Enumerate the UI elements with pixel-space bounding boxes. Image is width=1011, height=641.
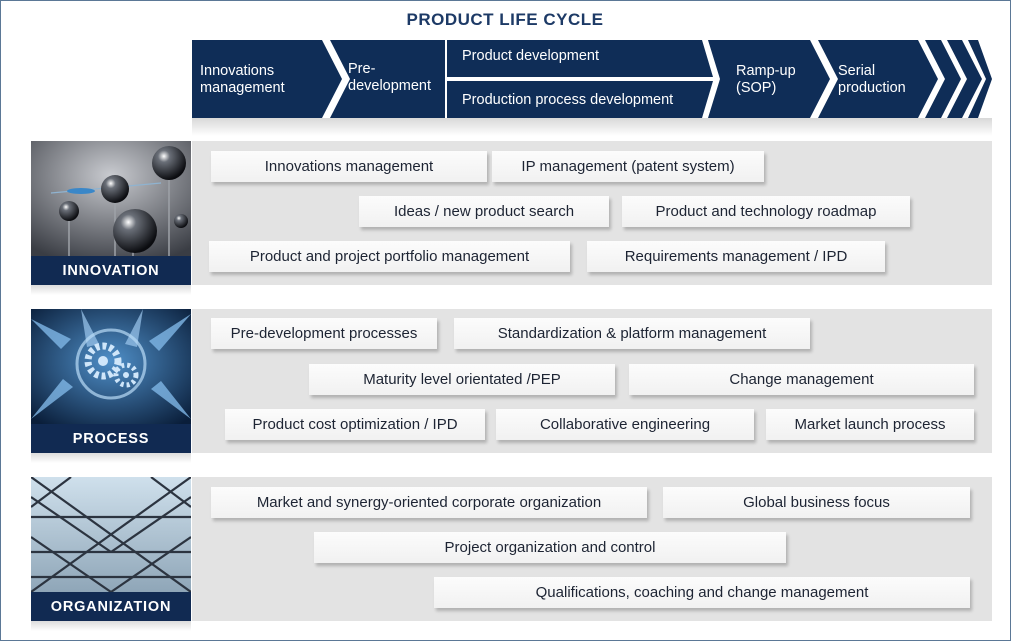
arrow-shadow: [192, 118, 992, 136]
spheres-image: [31, 141, 191, 256]
section-label-innovation: INNOVATION: [31, 256, 191, 285]
phase-continuation-arrow-1: [925, 40, 961, 118]
item-roadmap: Product and technology roadmap: [622, 196, 910, 227]
phase-predevelopment-arrow: [330, 40, 445, 118]
item-product-cost-optimization: Product cost optimization / IPD: [225, 409, 485, 440]
item-standardization: Standardization & platform management: [454, 318, 810, 349]
item-requirements-management: Requirements management / IPD: [587, 241, 885, 272]
phase-product-development-arrow: [447, 40, 713, 77]
label-shadow: [31, 621, 191, 631]
item-maturity-level: Maturity level orientated /PEP: [309, 364, 615, 395]
item-market-launch-process: Market launch process: [766, 409, 974, 440]
item-innovations-management: Innovations management: [211, 151, 487, 182]
phase-continuation-arrow-2: [947, 40, 982, 118]
process-image: [31, 309, 191, 424]
phase-rampup-text: Ramp-up(SOP): [736, 63, 796, 96]
phase-product-development-text: Product development: [462, 48, 600, 64]
phase-arrows: [192, 40, 992, 136]
innovation-image: [31, 141, 191, 256]
section-label-process: PROCESS: [31, 424, 191, 453]
phase-innovations-arrow: [192, 40, 342, 118]
organization-image: [31, 477, 191, 592]
phase-production-process-arrow: [447, 81, 713, 118]
phase-serial-production-arrow: [818, 40, 938, 118]
item-change-management: Change management: [629, 364, 974, 395]
gears-image: [31, 309, 191, 424]
phase-continuation-arrow-3: [968, 40, 992, 118]
phase-rampup-arrow: [708, 40, 830, 118]
phase-production-process-text: Production process development: [462, 92, 674, 108]
item-ideas-search: Ideas / new product search: [359, 196, 609, 227]
item-qualifications-coaching: Qualifications, coaching and change mana…: [434, 577, 970, 608]
diagram-title: PRODUCT LIFE CYCLE: [406, 10, 604, 29]
item-global-business-focus: Global business focus: [663, 487, 970, 518]
label-shadow: [31, 285, 191, 295]
item-ip-management: IP management (patent system): [492, 151, 764, 182]
glass-roof-image: [31, 477, 191, 592]
item-predevelopment-processes: Pre-development processes: [211, 318, 437, 349]
item-project-organization: Project organization and control: [314, 532, 786, 563]
phase-predevelopment-text: Pre-development: [348, 61, 432, 94]
item-corporate-organization: Market and synergy-oriented corporate or…: [211, 487, 647, 518]
item-portfolio-management: Product and project portfolio management: [209, 241, 570, 272]
label-shadow: [31, 453, 191, 463]
section-label-organization: ORGANIZATION: [31, 592, 191, 621]
item-collaborative-engineering: Collaborative engineering: [496, 409, 754, 440]
